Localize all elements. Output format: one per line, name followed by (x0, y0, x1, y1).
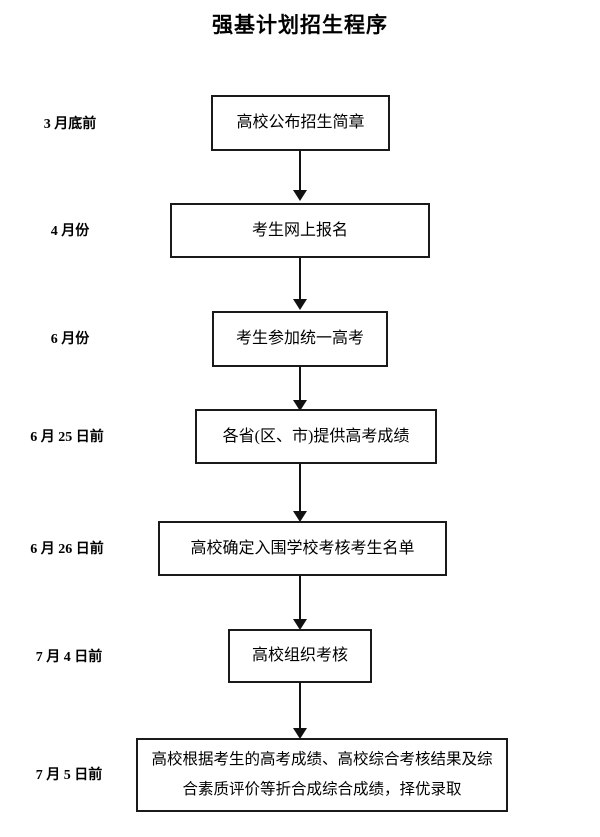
down-arrow-icon-6 (293, 683, 307, 739)
date-label-4: 6 月 25 日前 (30, 430, 104, 445)
date-label-2: 4 月份 (50, 224, 90, 239)
process-box-6[interactable]: 高校组织考核 (228, 629, 372, 683)
down-arrow-icon-5 (293, 576, 307, 630)
page-title: 强基计划招生程序 (212, 13, 388, 37)
process-box-5[interactable]: 高校确定入围学校考核考生名单 (158, 521, 447, 576)
process-box-1[interactable]: 高校公布招生简章 (211, 95, 390, 151)
date-label-1: 3 月底前 (43, 117, 97, 132)
down-arrow-icon-2 (293, 258, 307, 310)
process-box-2[interactable]: 考生网上报名 (170, 203, 430, 258)
date-label-6: 7 月 4 日前 (35, 650, 103, 665)
process-box-4[interactable]: 各省(区、市)提供高考成绩 (195, 409, 437, 464)
process-box-7[interactable]: 高校根据考生的高考成绩、高校综合考核结果及综合素质评价等折合成综合成绩，择优录取 (136, 738, 508, 812)
process-box-3[interactable]: 考生参加统一高考 (212, 311, 388, 367)
down-arrow-icon-1 (293, 151, 307, 201)
down-arrow-icon-3 (293, 367, 307, 411)
date-label-7: 7 月 5 日前 (35, 768, 103, 783)
down-arrow-icon-4 (293, 464, 307, 522)
date-label-5: 6 月 26 日前 (30, 542, 104, 557)
date-label-3: 6 月份 (50, 332, 90, 347)
